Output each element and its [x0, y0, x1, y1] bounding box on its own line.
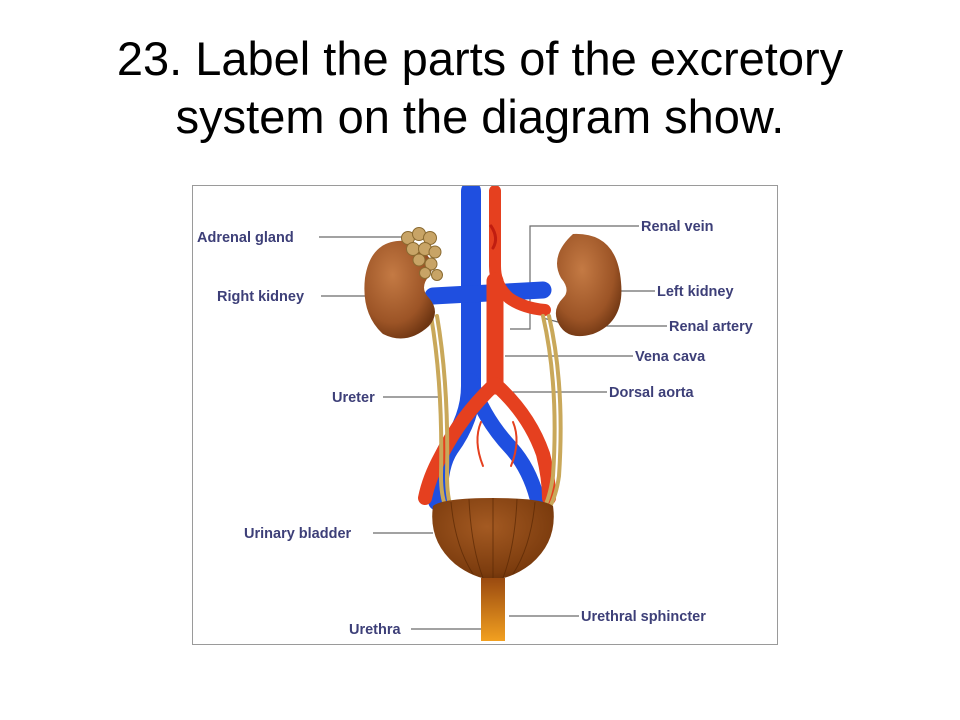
left-ureter-2	[541, 314, 563, 518]
label-left-kidney: Left kidney	[657, 284, 734, 300]
title-line-1: 23. Label the parts of the excretory	[116, 32, 844, 85]
label-urinary-bladder: Urinary bladder	[244, 526, 352, 542]
label-vena-cava: Vena cava	[635, 349, 706, 365]
diagram-canvas: Adrenal gland Right kidney Ureter Urinar…	[197, 186, 753, 641]
label-adrenal-gland: Adrenal gland	[197, 230, 294, 246]
leader-renal-vein	[510, 225, 639, 330]
label-urethra: Urethra	[349, 622, 402, 638]
diagram-labels: Adrenal gland Right kidney Ureter Urinar…	[197, 219, 753, 638]
label-urethral-sphincter: Urethral sphincter	[581, 609, 706, 625]
title-line-2: system on the diagram show.	[175, 90, 785, 143]
adrenal-gland	[401, 227, 443, 281]
label-dorsal-aorta: Dorsal aorta	[609, 385, 695, 401]
label-ureter: Ureter	[332, 390, 375, 406]
left-kidney	[555, 233, 622, 337]
leader-lines	[319, 225, 667, 630]
slide-title: 23. Label the parts of the excretory sys…	[0, 30, 960, 146]
label-renal-artery: Renal artery	[669, 319, 753, 335]
urethra	[481, 578, 505, 641]
urinary-bladder	[432, 498, 554, 580]
excretory-system-diagram: Adrenal gland Right kidney Ureter Urinar…	[192, 185, 778, 645]
label-renal-vein: Renal vein	[641, 219, 714, 235]
label-right-kidney: Right kidney	[217, 289, 304, 305]
